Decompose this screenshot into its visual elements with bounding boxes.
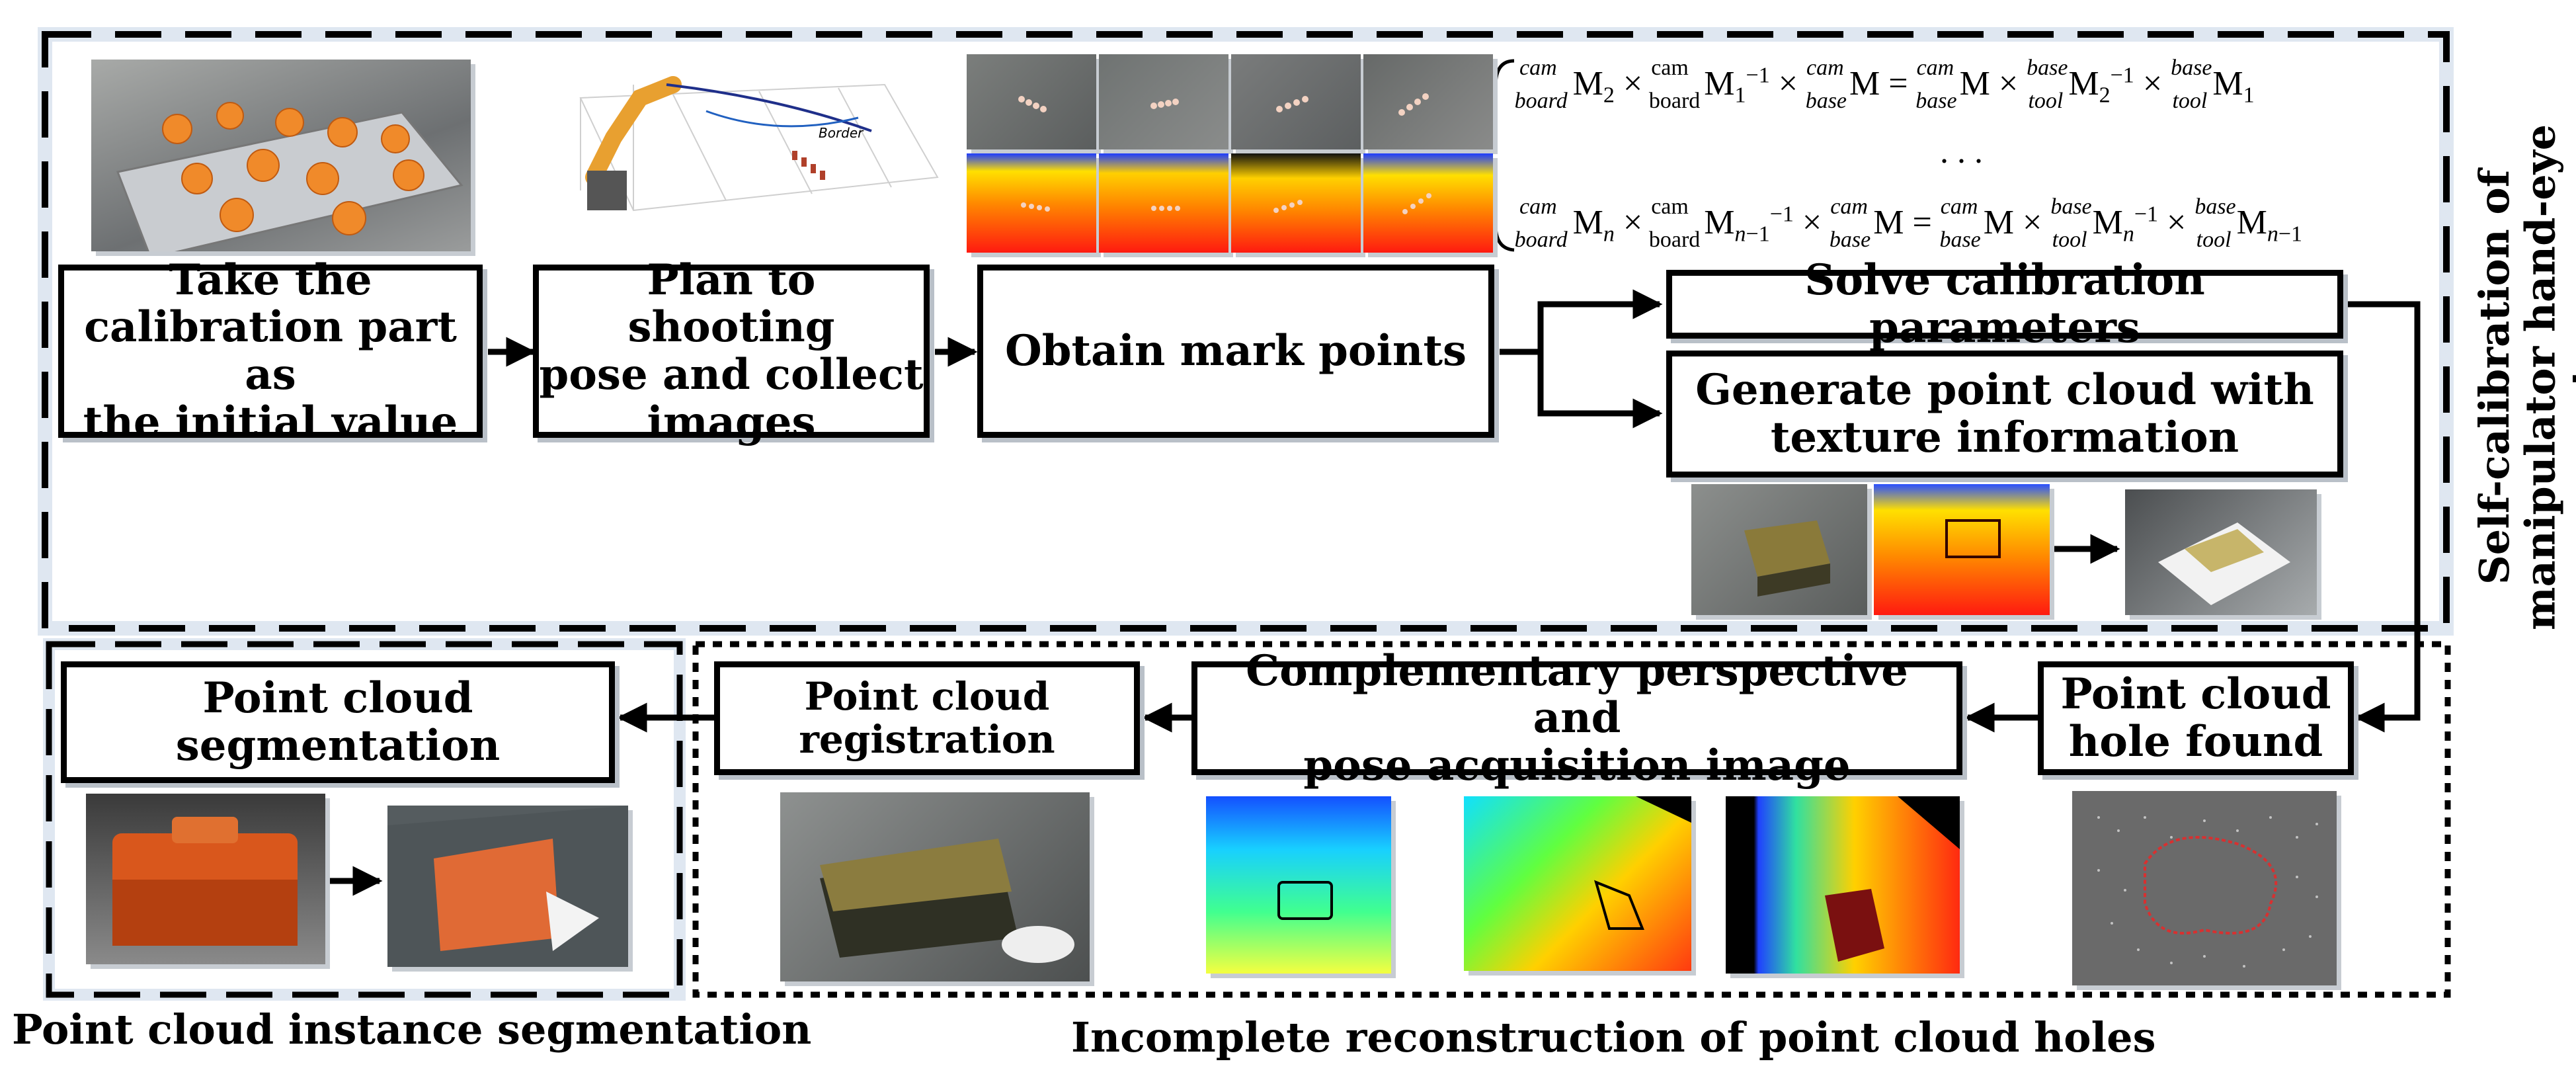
generate-cloud-label: Generate point cloud with texture inform… <box>1695 365 2314 462</box>
instance-segmentation-caption: Point cloud instance segmentation <box>12 1005 812 1054</box>
depth-image <box>967 153 1096 253</box>
border-label: Border <box>819 125 864 141</box>
solve-calibration-box: Solve calibration parameters <box>1666 257 2343 351</box>
robot-arm-plot-icon: Border <box>541 58 940 242</box>
registration-label: Point cloud registration <box>799 674 1055 762</box>
depth-image <box>1726 796 1960 974</box>
complementary-label: Complementary perspective and pose acqui… <box>1246 645 1908 790</box>
registration-box: Point cloud registration <box>714 661 1140 775</box>
depth-image <box>1874 484 2050 615</box>
incomplete-reconstruction-caption: Incomplete reconstruction of point cloud… <box>1071 1013 2156 1061</box>
equation-ellipsis: . . . <box>1940 133 1983 171</box>
mark-gray-frame <box>1231 54 1361 149</box>
toolbox-gray-photo <box>1691 484 1867 615</box>
hole-found-box: Point cloud hole found <box>2038 661 2354 775</box>
segmentation-box: Point cloud segmentation <box>61 661 615 783</box>
generate-cloud-box: Generate point cloud with texture inform… <box>1666 351 2343 478</box>
complementary-box: Complementary perspective and pose acqui… <box>1191 647 1962 789</box>
obtain-mark-label: Obtain mark points <box>1004 326 1467 376</box>
calibration-plate-photo <box>91 60 471 251</box>
toolbox-photo <box>86 794 325 964</box>
obtain-mark-box: Obtain mark points <box>977 265 1494 438</box>
depth-image <box>1231 153 1361 253</box>
mark-gray-frame <box>1099 54 1228 149</box>
plan-shooting-label: Plan to shooting pose and collect images <box>539 255 924 447</box>
plan-shooting-box: Plan to shooting pose and collect images <box>533 256 930 446</box>
mark-gray-frame <box>967 54 1096 149</box>
depth-image <box>1206 796 1391 974</box>
depth-image <box>1464 796 1691 971</box>
take-calibration-label: Take the calibration part as the initial… <box>83 255 458 447</box>
textured-point-cloud <box>2125 489 2317 615</box>
hole-point-cloud <box>2072 791 2337 985</box>
segmentation-label: Point cloud segmentation <box>175 673 501 770</box>
solve-calibration-label: Solve calibration parameters <box>1804 255 2205 353</box>
segmented-cloud <box>387 806 628 967</box>
depth-image <box>1363 153 1493 253</box>
mark-gray-frame <box>1363 54 1493 149</box>
registered-point-cloud <box>780 792 1090 981</box>
self-calibration-label: Self-calibration of manipulator hand-eye… <box>2470 124 2576 630</box>
hole-found-label: Point cloud hole found <box>2060 669 2331 767</box>
depth-image <box>1099 153 1228 253</box>
take-calibration-box: Take the calibration part as the initial… <box>58 256 483 446</box>
